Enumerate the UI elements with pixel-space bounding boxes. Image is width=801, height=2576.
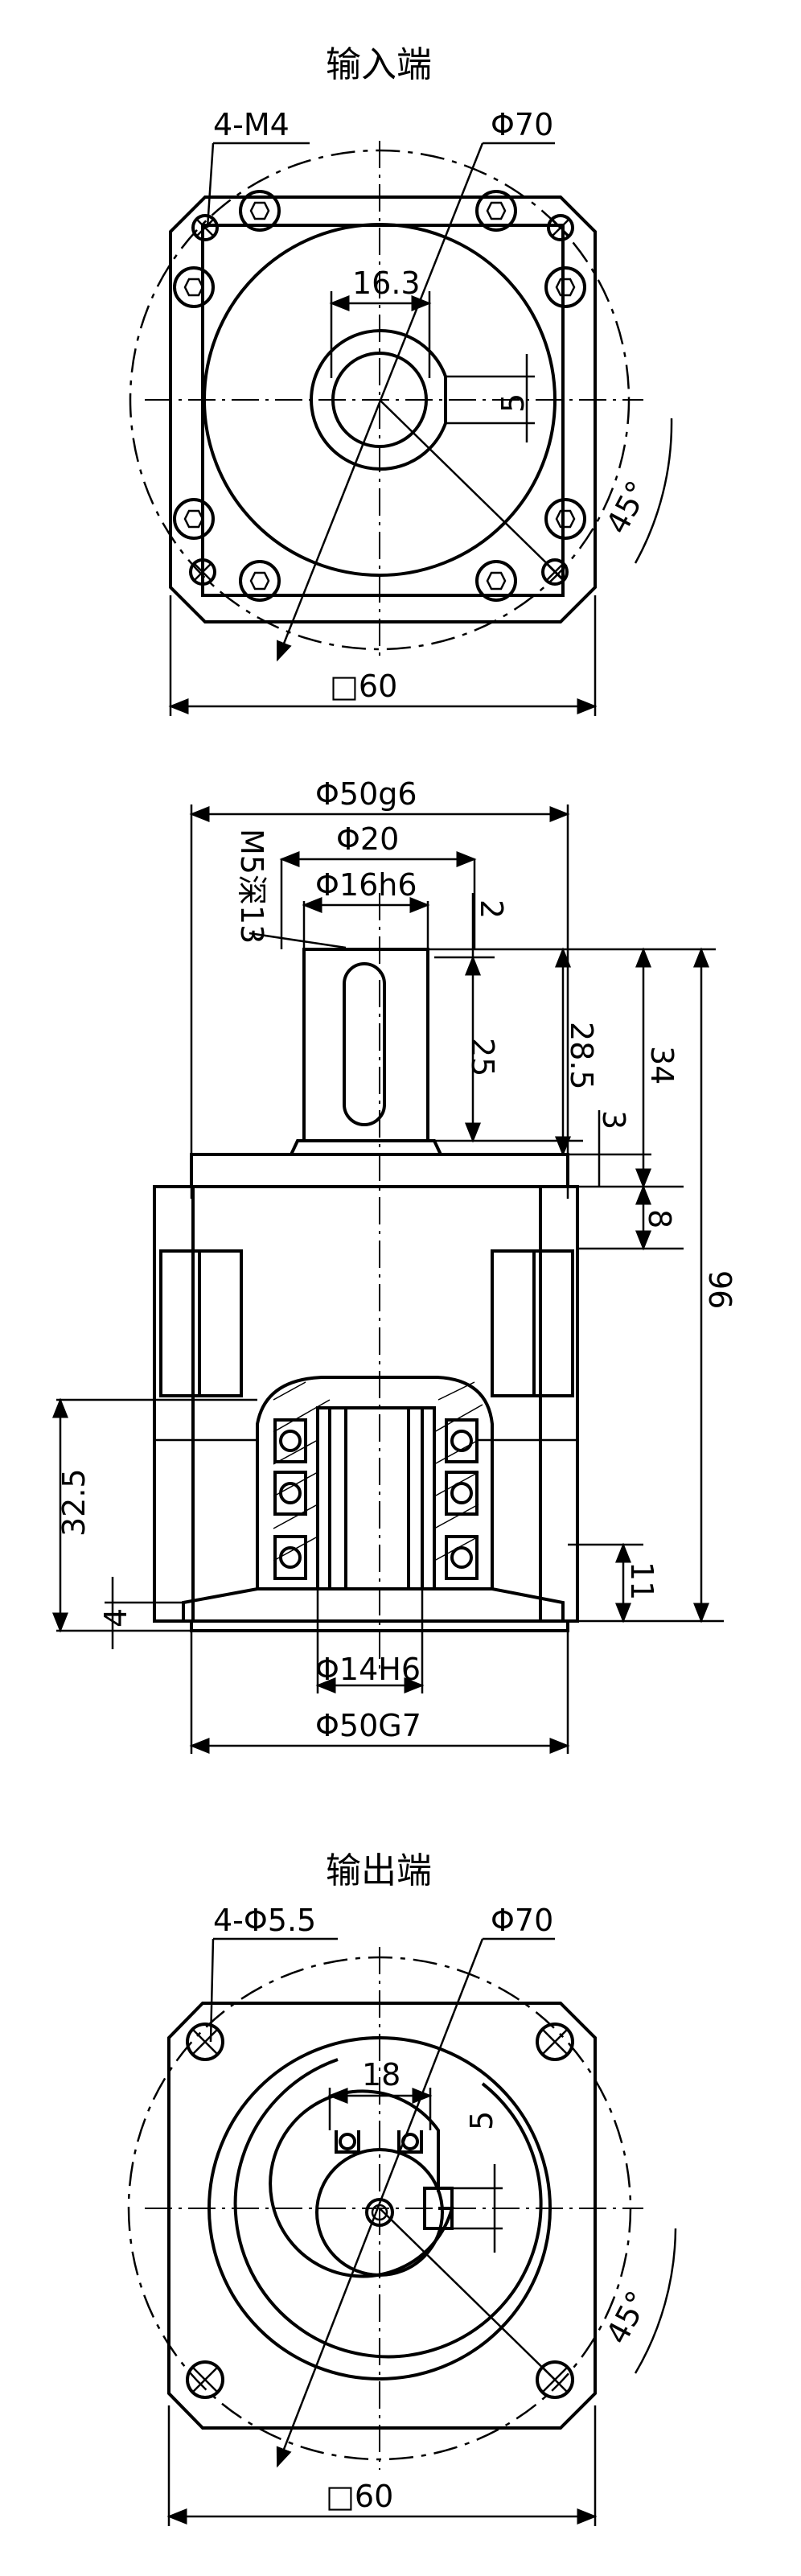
input-hex-bolt-6 (544, 498, 586, 540)
bearing-left-upper (273, 1418, 307, 1463)
input-corner-hole-tl (191, 214, 219, 241)
input-hole-leader-diag (206, 142, 215, 228)
input-hex-bolt-2 (475, 190, 517, 232)
input-pcd-circle (129, 149, 631, 651)
input-hex-bolt-7 (239, 560, 281, 602)
dim-96-label: 96 (702, 1270, 737, 1309)
bearing-right-middle (445, 1471, 479, 1516)
flange-dia-label: Φ50g6 (315, 776, 417, 812)
shaft-shoulder (288, 1139, 444, 1156)
output-pcd-leader (276, 1938, 484, 2468)
thread-leader (249, 932, 347, 949)
output-angle-arc (634, 2228, 677, 2374)
side-section-view: Φ50g6 Φ20 Φ16h6 M5深13 (52, 776, 737, 1754)
output-key (423, 2187, 454, 2230)
output-flange-step (233, 2058, 543, 2359)
dim-32-5-label: 32.5 (56, 1468, 92, 1537)
output-corner-hole-bl (186, 2360, 224, 2399)
input-end-view: 输入端 4-M4 Φ70 (129, 44, 673, 716)
input-square-label: □60 (330, 669, 397, 704)
output-view-title: 输出端 (326, 1850, 432, 1891)
output-pcd-label: Φ70 (491, 1903, 553, 1938)
output-key-width-label: 18 (362, 2057, 400, 2092)
input-square-housing (169, 195, 597, 623)
input-key-width-label: 16.3 (352, 265, 421, 301)
input-bore-sleeve (316, 1406, 436, 1590)
input-key-depth-label: 5 (495, 393, 531, 413)
input-corner-hole-bl (189, 558, 216, 586)
output-square-label: □60 (326, 2479, 393, 2514)
dim-3-label: 3 (596, 1110, 631, 1130)
output-key-depth-label: 5 (464, 2111, 499, 2130)
shaft-dia-label: Φ16h6 (315, 867, 417, 903)
output-shaft-circle (315, 2148, 444, 2277)
dim-8-label: 8 (642, 1209, 677, 1228)
output-shaft (302, 948, 429, 1142)
input-pilot (190, 1619, 569, 1632)
dim-34-label: 34 (644, 1046, 680, 1084)
input-shaft-bore (310, 329, 447, 471)
dim-2-label: 2 (474, 899, 509, 919)
output-end-view: 输出端 4-Φ5.5 Φ70 18 (127, 1850, 677, 2526)
input-corner-hole-tr (547, 214, 574, 241)
output-square-housing (167, 2002, 597, 2430)
input-hole-label: 4-M4 (213, 107, 290, 142)
input-angle-arc (634, 418, 673, 564)
output-angle-label: 45° (599, 2286, 655, 2350)
shoulder-dia-label: Φ20 (336, 821, 399, 857)
output-hole-label: 4-Φ5.5 (213, 1903, 316, 1938)
bearing-right-upper (445, 1418, 479, 1463)
input-angle-label: 45° (599, 475, 655, 540)
shaft-keyway (343, 962, 386, 1126)
output-angle-line (379, 2208, 556, 2381)
bearing-left-middle (273, 1471, 307, 1516)
output-corner-hole-tl (186, 2023, 224, 2061)
input-angle-line (379, 399, 564, 580)
dim-11-label: 11 (624, 1562, 659, 1600)
input-hex-bolt-4 (544, 266, 586, 308)
output-key-hole-left (339, 2133, 356, 2150)
input-bore-inner (331, 352, 428, 448)
output-center-hole (365, 2198, 394, 2227)
input-base-flange (182, 1587, 565, 1623)
output-pcd-circle (127, 1956, 632, 2461)
input-hex-bolt-5 (173, 498, 215, 540)
input-flange-circle (203, 223, 557, 577)
dim-4-label: 4 (98, 1608, 134, 1627)
input-view-title: 输入端 (326, 44, 432, 85)
input-pcd-label: Φ70 (491, 107, 553, 142)
bearing-left-lower (273, 1535, 307, 1580)
input-hex-bolt-3 (173, 266, 215, 308)
dim-25-label: 25 (465, 1038, 500, 1076)
bore-label: Φ14H6 (315, 1652, 421, 1687)
bearing-housing-dome (256, 1376, 494, 1590)
dim-28-5-label: 28.5 (564, 1022, 599, 1090)
input-hex-bolt-8 (475, 560, 517, 602)
output-corner-hole-tr (536, 2023, 574, 2061)
input-hex-bolt-1 (239, 190, 281, 232)
pilot-label: Φ50G7 (315, 1708, 421, 1743)
bearing-right-lower (445, 1535, 479, 1580)
output-flange-circle (207, 2036, 552, 2381)
thread-label: M5深13 (234, 829, 269, 944)
